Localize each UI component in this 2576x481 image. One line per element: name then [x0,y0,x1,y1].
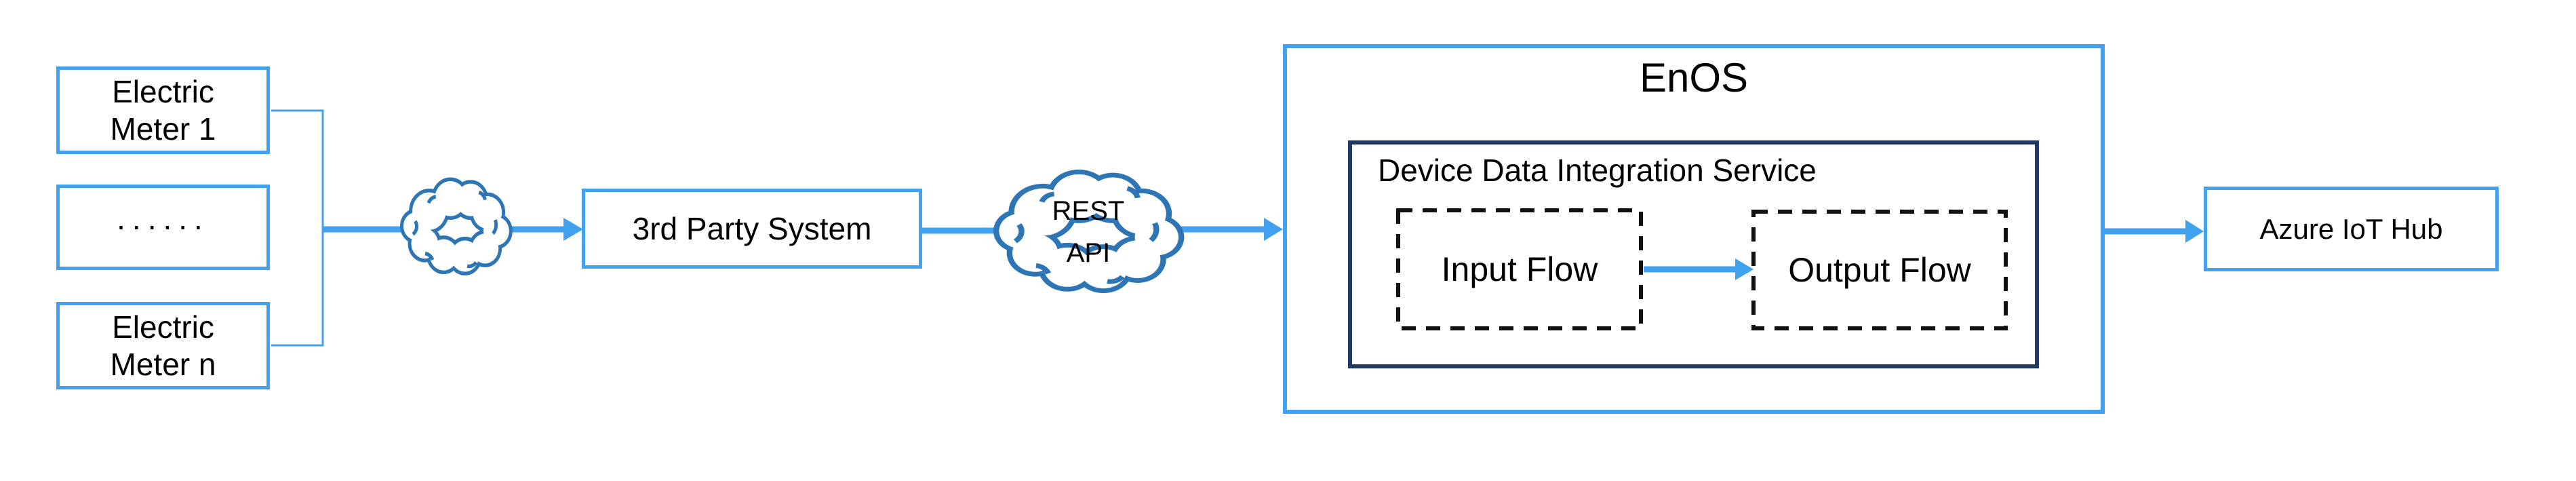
output-flow-label: Output Flow [1788,251,1971,289]
node-electric-meter-n: Electric Meter n [56,302,270,389]
meter-ellipsis-label: ...... [117,200,210,236]
node-azure-iot-hub: Azure IoT Hub [2204,187,2499,271]
rest-api-cloud-label: REST API [993,165,1183,299]
device-data-integration-service-label: Device Data Integration Service [1378,153,1817,188]
input-flow-label: Input Flow [1441,250,1598,288]
node-enos-container [1283,44,2105,414]
third-party-system-label: 3rd Party System [632,210,872,246]
network-cloud-icon [403,181,509,271]
node-device-data-integration-service [1348,140,2039,368]
azure-iot-hub-label: Azure IoT Hub [2259,212,2443,245]
electric-meter-n-label: Electric Meter n [110,309,216,382]
node-electric-meter-ellipsis: ...... [56,185,270,270]
rest-label-line2: API [1066,237,1111,268]
arrow-enos-to-azure [2105,220,2204,243]
node-input-flow: Input Flow [1398,210,1641,328]
electric-meter-1-label: Electric Meter 1 [110,74,216,147]
rest-label-line1: REST [1052,195,1125,226]
node-third-party-system: 3rd Party System [582,189,922,269]
enos-title: EnOS [1639,55,1749,100]
arrow-cloud-to-third-party [498,218,583,241]
node-output-flow: Output Flow [1753,212,2006,328]
meter-bracket-connector [271,109,324,347]
node-electric-meter-1: Electric Meter 1 [56,66,270,154]
